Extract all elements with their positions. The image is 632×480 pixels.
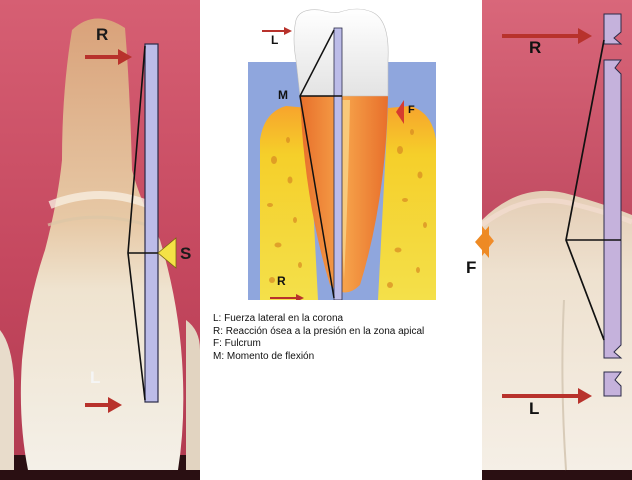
splint-bar-right-bottom [604, 372, 621, 396]
f-marker-left-of-right [468, 222, 490, 262]
left-photo-panel: R S L [0, 0, 200, 480]
right-photo-illustration [482, 0, 632, 480]
label-f-right: F [466, 258, 476, 278]
splint-bar-right-middle [604, 60, 621, 358]
label-r-left: R [96, 25, 108, 45]
middle-diagram-panel: L M F R [200, 0, 482, 480]
splint-bar-left [145, 44, 158, 402]
label-l-right: L [529, 399, 539, 419]
f-marker-triangle [475, 226, 489, 258]
legend-item-l: L: Fuerza lateral en la corona [213, 313, 475, 326]
label-r-middle: R [277, 274, 286, 288]
splint-bar-middle [334, 28, 342, 300]
label-l-middle: L [271, 33, 278, 47]
legend-item-r: R: Reacción ósea a la presión en la zona… [213, 326, 475, 339]
label-s-left: S [180, 244, 191, 264]
diagram-legend: L: Fuerza lateral en la corona R: Reacci… [213, 313, 475, 363]
right-photo-panel: R L [482, 0, 632, 480]
label-f-middle: F [408, 104, 415, 116]
legend-item-f: F: Fulcrum [213, 338, 475, 351]
left-photo-illustration [0, 0, 200, 480]
label-r-right: R [529, 38, 541, 58]
label-l-left: L [90, 368, 100, 388]
label-m-middle: M [278, 88, 288, 102]
neighbour-tooth-right [186, 320, 200, 470]
legend-item-m: M: Momento de flexión [213, 351, 475, 364]
middle-diagram-illustration [200, 0, 482, 300]
